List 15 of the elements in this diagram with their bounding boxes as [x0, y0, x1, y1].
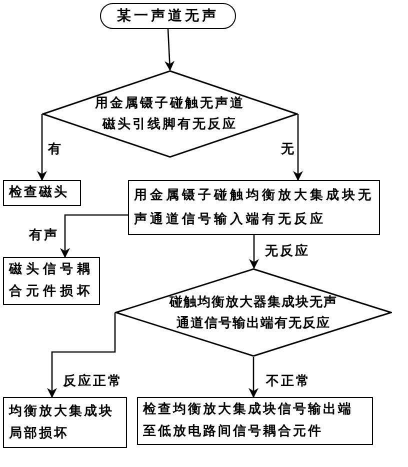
arrow	[47, 312, 116, 398]
process-box: 检查磁头	[3, 180, 81, 206]
arrow	[248, 357, 258, 398]
diamond-text: 用金属镊子碰触无声道磁头引线脚有无反应	[95, 95, 245, 134]
arrow	[249, 235, 259, 269]
process-box: 磁头信号耦合元件损坏	[3, 257, 100, 305]
process-box: 均衡放大集成块局部损坏	[3, 397, 127, 448]
arrow	[164, 28, 175, 71]
process-box: 用金属镊子碰触均衡放大集成块无声通道信号输入端有无反应	[128, 180, 380, 235]
arrow	[60, 214, 128, 258]
arrow	[293, 114, 303, 181]
process-box: 检查均衡放大集成块信号输出端至低放电路间信号耦合元件	[137, 397, 373, 445]
diamond-text: 碰触均衡放大器集成块无声通道信号输出端有无反应	[168, 294, 338, 332]
arrow	[37, 114, 47, 181]
start-terminal: 某一声道无声	[100, 3, 236, 29]
